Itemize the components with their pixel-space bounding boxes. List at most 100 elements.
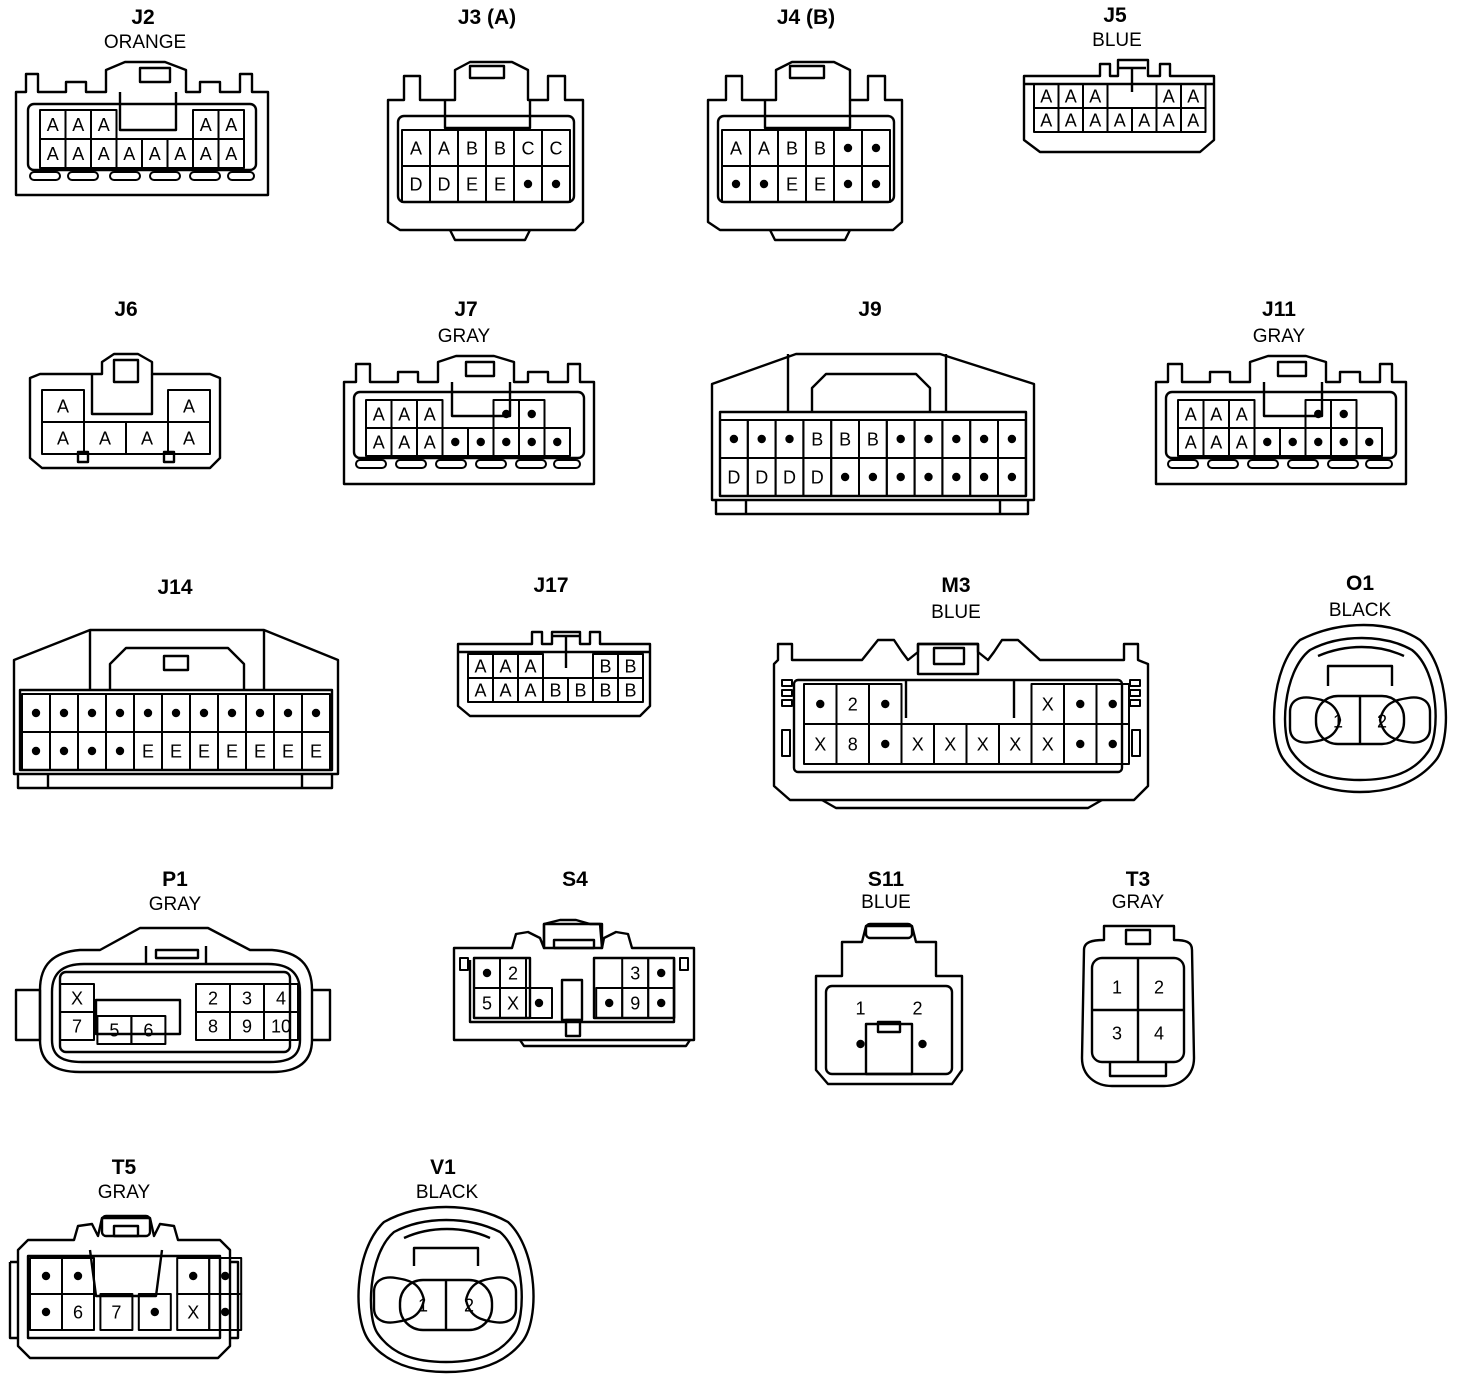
connector-name: S4 xyxy=(562,868,588,891)
cavity xyxy=(1304,427,1332,457)
cavity xyxy=(77,731,107,771)
pin-label: A xyxy=(225,115,237,135)
cavity xyxy=(105,693,135,733)
pin-label: A xyxy=(149,144,161,164)
pin-label: A xyxy=(398,405,410,425)
pin-label: A xyxy=(1163,111,1175,131)
pin-label: A xyxy=(72,144,84,164)
connector-name: S11 xyxy=(868,868,905,891)
pin-label: D xyxy=(811,468,824,488)
connector-color: BLUE xyxy=(861,892,911,913)
cavity: 1 xyxy=(1112,978,1122,998)
cavity xyxy=(1253,427,1281,457)
cavity: E xyxy=(777,165,807,203)
pin-label: B xyxy=(814,139,826,159)
cavity xyxy=(77,693,107,733)
pin-label: 2 xyxy=(848,695,858,715)
pin-dot xyxy=(311,708,321,718)
cavity: X xyxy=(998,723,1033,765)
cavity: A xyxy=(1228,399,1256,429)
pin-label: D xyxy=(783,468,796,488)
cavity: A xyxy=(1180,107,1207,133)
cavity xyxy=(941,419,972,459)
cavity: C xyxy=(541,129,571,167)
cavity: D xyxy=(802,457,833,497)
pin-label: A xyxy=(524,657,536,677)
pin-label: B xyxy=(624,681,636,701)
cavity: B xyxy=(592,677,619,703)
cavity: 10 xyxy=(263,1011,299,1041)
cavity: X xyxy=(499,987,527,1019)
connector-name: J9 xyxy=(858,298,881,321)
cavity xyxy=(208,1257,243,1295)
cavity: 4 xyxy=(263,983,299,1013)
cavity xyxy=(746,419,777,459)
pin-label: A xyxy=(200,115,212,135)
pin-label: X xyxy=(507,994,519,1014)
cavity: A xyxy=(416,427,444,457)
pin-dot xyxy=(881,739,890,749)
pin-label: E xyxy=(282,742,294,762)
cavity: D xyxy=(429,165,459,203)
pin-dot xyxy=(840,472,850,482)
cavity xyxy=(1304,399,1332,429)
pin-dot xyxy=(87,708,97,718)
pin-label: A xyxy=(1185,433,1197,453)
cavity: A xyxy=(467,677,494,703)
pin-dot xyxy=(979,434,989,444)
pin-dot xyxy=(1365,437,1374,447)
pin-dot xyxy=(952,472,961,482)
pin-dot xyxy=(502,409,511,419)
connector-color: BLUE xyxy=(931,602,981,623)
cavity: 7 xyxy=(59,1011,95,1041)
pin-dot xyxy=(1263,437,1272,447)
cavity xyxy=(830,457,861,497)
connector-housing xyxy=(1154,354,1408,486)
connector-housing xyxy=(14,60,270,197)
cavity xyxy=(861,165,891,203)
pin-label: A xyxy=(225,144,237,164)
pin-dot xyxy=(87,746,97,756)
pin-dot xyxy=(255,708,265,718)
cavity xyxy=(301,693,331,733)
pin-label: 2 xyxy=(1154,978,1164,998)
cavity xyxy=(868,723,903,765)
cavity xyxy=(595,987,624,1019)
connector-color: BLACK xyxy=(416,1182,479,1203)
cavity: 7 xyxy=(99,1293,134,1331)
pin-label: E xyxy=(142,742,154,762)
pin-label: A xyxy=(47,115,59,135)
cavity xyxy=(513,165,543,203)
connector-housing xyxy=(16,1216,232,1360)
pin-label: 4 xyxy=(1154,1024,1164,1044)
cavity: D xyxy=(401,165,431,203)
pin-dot xyxy=(171,708,181,718)
pin-dot xyxy=(871,179,881,189)
cavity xyxy=(273,693,303,733)
cavity xyxy=(1355,427,1383,457)
cavity xyxy=(1095,723,1130,765)
cavity xyxy=(541,165,571,203)
cavity: X xyxy=(965,723,1000,765)
pin-dot xyxy=(657,968,666,978)
connector-housing xyxy=(386,60,585,232)
connector-name: J4 (B) xyxy=(777,6,835,29)
pin-label: D xyxy=(438,175,451,195)
pin-label: C xyxy=(522,139,535,159)
pin-dot xyxy=(918,1039,927,1049)
cavity: A xyxy=(1082,107,1109,133)
cavity: B xyxy=(830,419,861,459)
cavity xyxy=(647,957,676,989)
cavity xyxy=(913,419,944,459)
cavity: 2 xyxy=(499,957,527,989)
connector-name: J14 xyxy=(157,576,192,599)
cavity: A xyxy=(166,138,194,169)
pin-label: E xyxy=(226,742,238,762)
pin-label: A xyxy=(1210,405,1222,425)
pin-dot xyxy=(605,998,614,1008)
